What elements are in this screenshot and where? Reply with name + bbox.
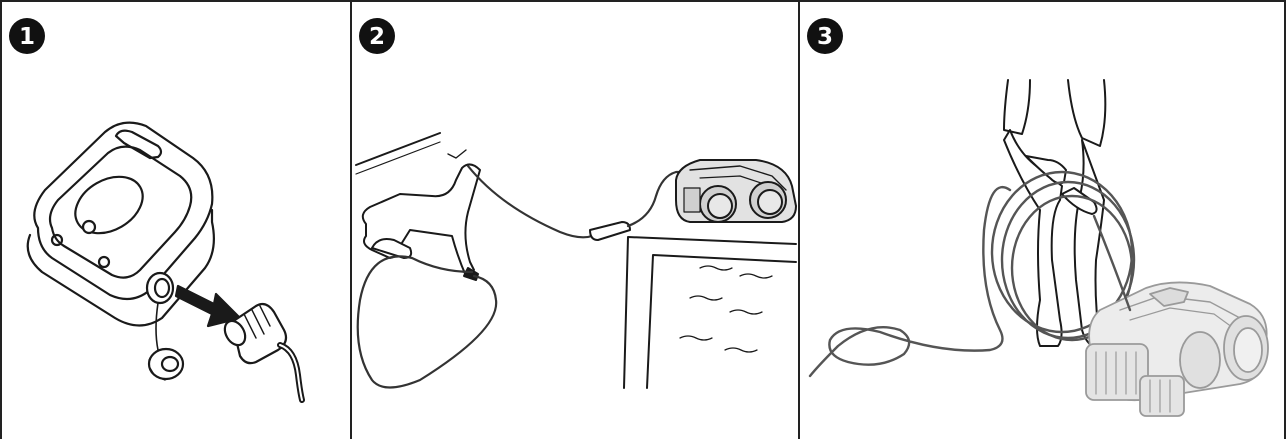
pool [624,237,796,388]
pool-robot-large [1086,282,1268,416]
step-badge-3: 3 [807,18,843,54]
power-supply-disconnect-icon [28,123,302,400]
person-standing [1004,80,1105,348]
pool-robot-small [676,160,796,222]
step-number-2: 2 [369,24,385,50]
robot-cable [358,256,496,387]
step-number-3: 3 [817,24,833,50]
pull-robot-from-pool-icon [356,133,796,388]
cable-swivel [590,222,630,240]
step-badge-1: 1 [9,18,45,54]
step-number-1: 1 [19,24,35,50]
coil-cable-icon [810,80,1268,416]
step-badge-2: 2 [359,18,395,54]
